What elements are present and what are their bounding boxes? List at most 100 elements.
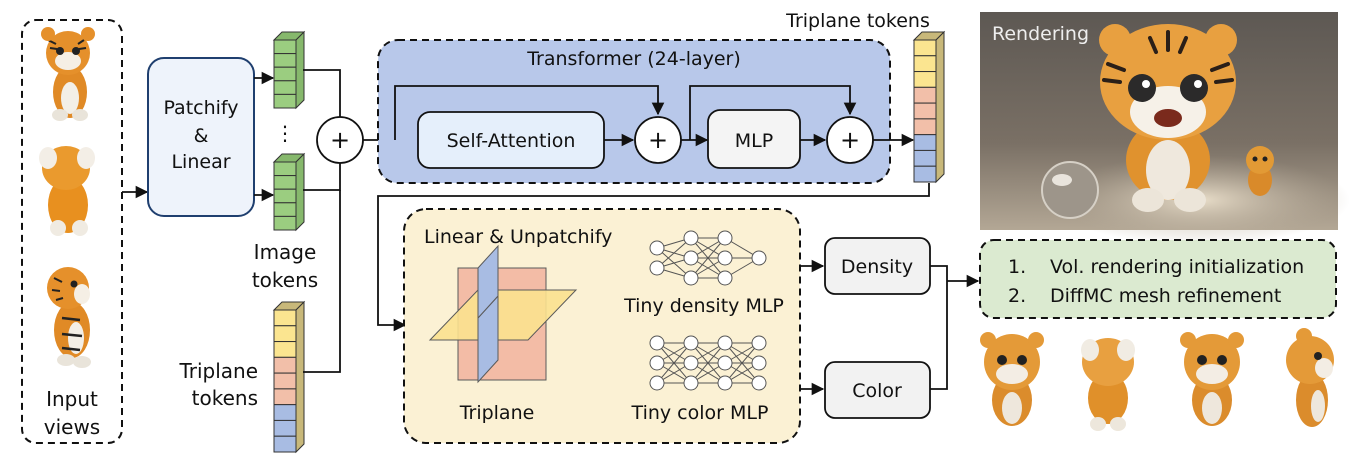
- mlp-edge: [656, 237, 692, 269]
- transformer-block: Transformer (24-layer) Self-Attention + …: [377, 39, 891, 184]
- mlp-neuron: [683, 335, 699, 351]
- refinement-steps-box: 1. Vol. rendering initialization 2. Diff…: [979, 239, 1337, 319]
- mlp-neuron: [683, 355, 699, 371]
- mlp-neuron: [717, 355, 733, 371]
- transformer-title: Transformer (24-layer): [526, 48, 741, 70]
- token-cell: [913, 71, 937, 88]
- triplane-tokens-in-line1: Triplane: [178, 359, 258, 383]
- combine-plus-symbol: +: [330, 126, 350, 154]
- triplane-token-stack-output: [912, 30, 946, 184]
- input-views-label-line1: Input: [46, 387, 98, 411]
- mlp-neuron: [683, 270, 699, 286]
- residual-plus-symbol-2: +: [840, 126, 860, 154]
- token-cell: [273, 356, 297, 374]
- token-cell: [913, 134, 937, 151]
- token-side-face: [295, 30, 305, 110]
- token-cell: [273, 202, 297, 217]
- patchify-linear-box: Patchify & Linear: [147, 57, 255, 217]
- output-mesh-back: [1081, 338, 1135, 431]
- token-cell: [273, 188, 297, 204]
- mlp-neuron: [751, 355, 767, 371]
- decoder-block: Linear & Unpatchify Triplane Tiny densit…: [403, 208, 801, 444]
- output-mesh-front: [980, 332, 1044, 426]
- triplane-tokens-in-line2: tokens: [192, 386, 258, 410]
- image-tokens-ellipsis: ⋮: [275, 121, 295, 145]
- token-cell: [913, 55, 937, 73]
- rendering-image: Rendering: [980, 12, 1350, 245]
- patchify-line2: &: [194, 125, 209, 147]
- mlp-neuron: [649, 260, 665, 276]
- triplane-tokens-out-label: Triplane tokens: [785, 10, 930, 32]
- token-cell: [273, 66, 297, 82]
- connector-color-to-steps: [930, 281, 948, 390]
- mlp-edge: [656, 342, 692, 384]
- mlp-label: MLP: [735, 130, 773, 152]
- triplane-token-stack-input: [272, 300, 306, 454]
- input-views-label-line2: views: [44, 415, 100, 439]
- mlp-box: [707, 109, 801, 169]
- mlp-edge: [690, 342, 726, 384]
- token-cell: [273, 341, 297, 358]
- mlp-neuron: [649, 375, 665, 391]
- mlp-neuron: [751, 250, 767, 266]
- mlp-neuron: [717, 375, 733, 391]
- mlp-neuron: [649, 355, 665, 371]
- token-cell: [273, 309, 297, 327]
- mlp-neuron: [717, 230, 733, 246]
- mlp-neuron: [683, 375, 699, 391]
- connector-triplane-in: [303, 190, 341, 373]
- residual-skip-mlp: [689, 85, 857, 140]
- density-label: Density: [841, 256, 913, 278]
- token-cell: [273, 175, 297, 190]
- input-view-back: [39, 146, 95, 236]
- token-cell: [273, 388, 297, 406]
- token-side-face: [295, 300, 305, 454]
- input-view-side: [47, 267, 91, 368]
- token-cell: [273, 404, 297, 421]
- token-cell: [913, 165, 937, 183]
- mlp-neuron: [683, 250, 699, 266]
- triplane-illustration: [428, 244, 578, 384]
- token-cell: [273, 419, 297, 437]
- token-cell: [913, 86, 937, 104]
- image-tokens-label-line1: Image: [254, 240, 317, 264]
- input-views-panel: Input views: [21, 19, 123, 444]
- tiny-color-mlp-diagram: [649, 335, 767, 391]
- connector-tokens-bottom: [303, 162, 341, 191]
- token-cell: [913, 118, 937, 136]
- token-cell: [913, 149, 937, 167]
- step1-number: 1.: [1008, 256, 1026, 278]
- mlp-neuron: [717, 270, 733, 286]
- token-side-face: [295, 152, 305, 232]
- density-output-box: Density: [824, 237, 931, 295]
- mlp-edge: [724, 342, 760, 384]
- mlp-edge: [690, 237, 726, 279]
- mlp-neuron: [717, 250, 733, 266]
- tiny-density-mlp-diagram: [649, 230, 767, 286]
- token-cell: [273, 325, 297, 343]
- mlp-neuron: [649, 240, 665, 256]
- mlp-neuron: [649, 335, 665, 351]
- token-cell: [273, 435, 297, 453]
- color-output-box: Color: [824, 361, 931, 419]
- patchify-line3: Linear: [171, 151, 230, 173]
- mlp-neuron: [717, 335, 733, 351]
- rendering-label: Rendering: [992, 23, 1089, 45]
- image-tokens-label-line2: tokens: [252, 268, 318, 292]
- token-cell: [913, 102, 937, 120]
- tiny-color-mlp-label: Tiny color MLP: [631, 402, 769, 424]
- token-cell: [273, 53, 297, 68]
- residual-skip-attention: [394, 85, 665, 140]
- decoder-title: Linear & Unpatchify: [424, 226, 612, 248]
- output-mesh-three-quarter: [1180, 332, 1244, 426]
- tiny-density-mlp-label: Tiny density MLP: [623, 295, 784, 317]
- triplane-label: Triplane: [459, 402, 535, 424]
- step2-text: DiffMC mesh refinement: [1050, 285, 1281, 307]
- mlp-neuron: [751, 335, 767, 351]
- connector-density-to-steps: [930, 265, 948, 281]
- token-side-face: [935, 30, 945, 184]
- color-label: Color: [852, 380, 902, 402]
- input-view-front: [41, 27, 95, 121]
- token-cell: [273, 80, 297, 95]
- token-cell: [273, 93, 297, 109]
